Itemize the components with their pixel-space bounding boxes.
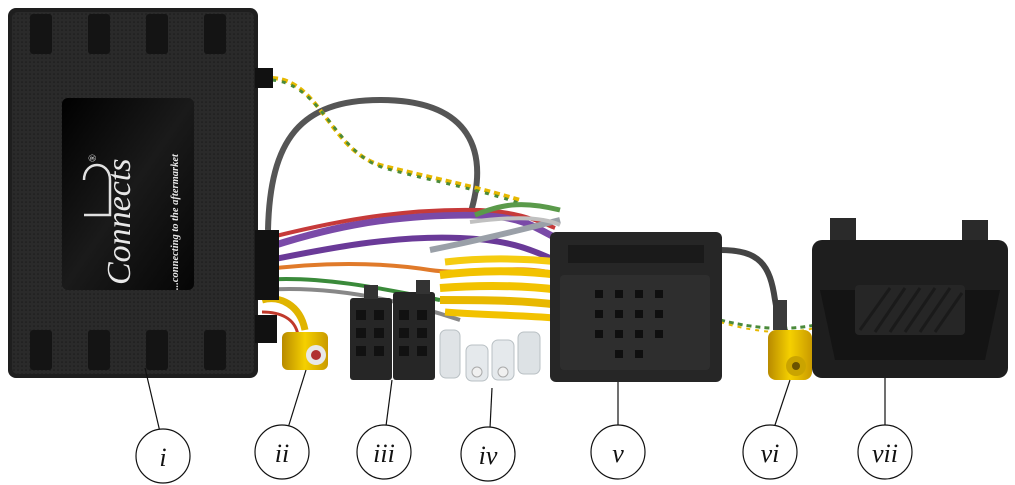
iso-connector-pair [350, 280, 435, 380]
callout-label: vii [872, 439, 898, 468]
interface-module [8, 8, 279, 378]
rca-connector-video [282, 332, 328, 370]
wire-bundle-main [258, 202, 562, 322]
vehicle-quadlock-connector [550, 232, 722, 382]
callout-ii: ii [254, 424, 310, 480]
brand-tagline: ...connecting to the aftermarket [170, 153, 181, 290]
callout-vii: vii [857, 424, 913, 480]
callout-iii: iii [356, 424, 412, 480]
callout-vi: vi [742, 424, 798, 480]
callout-leaders [144, 367, 886, 433]
brand-logo-text: Connects [101, 158, 138, 285]
brand-logo: Connects ® ...connecting to the aftermar… [82, 153, 181, 290]
wire-loop-grey [265, 96, 480, 231]
callout-label: iii [373, 439, 395, 468]
callout-label: v [612, 439, 624, 468]
callout-label: i [159, 443, 166, 472]
callout-label: vi [761, 439, 780, 468]
brand-label-panel [62, 98, 194, 290]
wire-camera-cable [719, 247, 816, 342]
callout-v: v [590, 424, 646, 480]
brand-registered-mark: ® [88, 154, 99, 162]
callout-label: iv [479, 441, 498, 470]
wire-twisted-yellow-green [271, 76, 523, 206]
switch-control-box [812, 218, 1008, 378]
callout-label: ii [275, 439, 289, 468]
rca-connector-camera [768, 300, 812, 380]
spade-terminals [439, 329, 541, 382]
wire-yellow-bundle [439, 255, 561, 322]
callout-i: i [135, 428, 191, 484]
callout-iv: iv [460, 426, 516, 482]
